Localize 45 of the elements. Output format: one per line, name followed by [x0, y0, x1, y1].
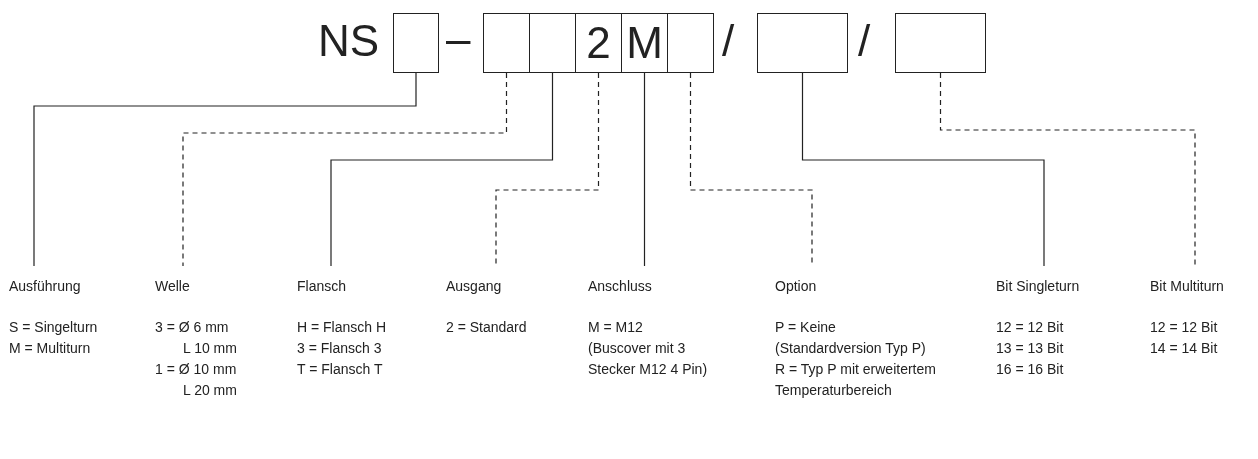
option-option-text: R = Typ P mit erweitertem Temperaturbereich	[775, 360, 937, 400]
code-position-box	[667, 13, 714, 73]
anschluss-option-text: M = M12	[588, 318, 644, 337]
code-position-box	[529, 13, 576, 73]
leader-line	[939, 72, 1196, 267]
option-option-text: P = Keine	[775, 318, 837, 337]
leader-line	[801, 72, 1045, 267]
flansch-option-text: 3 = Flansch 3	[297, 339, 383, 358]
flansch-heading: Flansch	[297, 277, 347, 296]
ausfuehrung-option-text: M = Multiturn	[9, 339, 92, 358]
code-position-box	[483, 13, 530, 73]
code-separator: /	[858, 19, 871, 63]
bit-singleturn-heading: Bit Singleturn	[996, 277, 1080, 296]
bit-singleturn-option-text: 16 = 16 Bit	[996, 360, 1065, 379]
leader-line	[495, 72, 600, 267]
anschluss-heading: Anschluss	[588, 277, 652, 296]
ausgang-heading: Ausgang	[446, 277, 502, 296]
code-separator: /	[722, 19, 735, 63]
welle-option-text: 1 = Ø 10 mm L 20 mm	[155, 360, 238, 400]
code-position-box	[393, 13, 439, 73]
code-position-box	[895, 13, 986, 73]
welle-heading: Welle	[155, 277, 190, 296]
ausfuehrung-option-text: S = Singelturn	[9, 318, 99, 337]
leader-line	[330, 72, 554, 267]
ausgang-option-text: 2 = Standard	[446, 318, 528, 337]
flansch-option-text: T = Flansch T	[297, 360, 384, 379]
leader-line	[182, 72, 508, 267]
anschluss-option-text: (Buscover mit 3 Stecker M12 4 Pin)	[588, 339, 709, 379]
bit-multiturn-heading: Bit Multiturn	[1150, 277, 1224, 296]
code-prefix: NS	[318, 19, 380, 63]
code-character-box: M	[621, 13, 668, 73]
code-character-box: 2	[575, 13, 622, 73]
code-position-box	[757, 13, 848, 73]
option-heading: Option	[775, 277, 817, 296]
leader-line	[33, 72, 417, 267]
code-separator: –	[446, 17, 471, 61]
option-option-text: (Standardversion Typ P)	[775, 339, 927, 358]
bit-singleturn-option-text: 13 = 13 Bit	[996, 339, 1065, 358]
flansch-option-text: H = Flansch H	[297, 318, 388, 337]
ausfuehrung-heading: Ausführung	[9, 277, 81, 296]
bit-singleturn-option-text: 12 = 12 Bit	[996, 318, 1065, 337]
bit-multiturn-option-text: 14 = 14 Bit	[1150, 339, 1219, 358]
bit-multiturn-option-text: 12 = 12 Bit	[1150, 318, 1219, 337]
leader-line	[643, 72, 646, 267]
welle-option-text: 3 = Ø 6 mm L 10 mm	[155, 318, 238, 358]
